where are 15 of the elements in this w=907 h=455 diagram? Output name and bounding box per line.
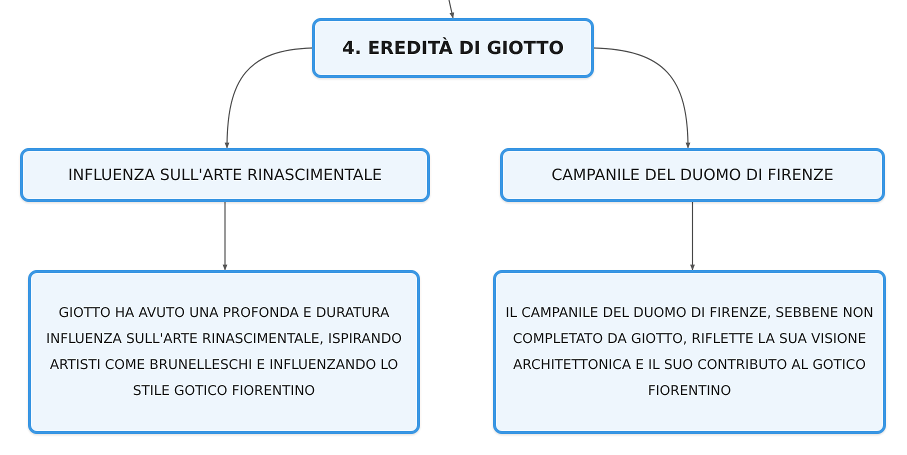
topic-label: CAMPANILE DEL DUOMO DI FIRENZE: [551, 166, 834, 184]
connector-arrow: [222, 202, 228, 271]
topic-box: [20, 148, 430, 202]
description-box: [28, 270, 420, 434]
connector-arrow: [594, 47, 690, 149]
topic-box: [500, 148, 885, 202]
description-text: IL CAMPANILE DEL DUOMO DI FIRENZE, SEBBENE NON COMPLETATO DA GIOTTO, RIFLETTE LA SUA VISIONE ARCHITETTONICA E IL SUO CONTRIBUTO AL GOTICO FIORENTINO: [504, 304, 874, 401]
description-box: [493, 270, 886, 434]
connector-arrow: [690, 202, 695, 271]
connector-arrow: [448, 0, 454, 19]
connector-arrow: [224, 47, 312, 149]
topic-label: INFLUENZA SULL'ARTE RINASCIMENTALE: [68, 166, 382, 184]
title-box: [312, 18, 594, 78]
description-text: GIOTTO HA AVUTO UNA PROFONDA E DURATURA INFLUENZA SULL'ARTE RINASCIMENTALE, ISPIRANDO ARTISTI COME BRUNELLESCHI E INFLUENZANDO LO STILE GOTICO FIORENTINO: [45, 304, 403, 401]
title-text: 4. EREDITÀ DI GIOTTO: [342, 38, 564, 58]
